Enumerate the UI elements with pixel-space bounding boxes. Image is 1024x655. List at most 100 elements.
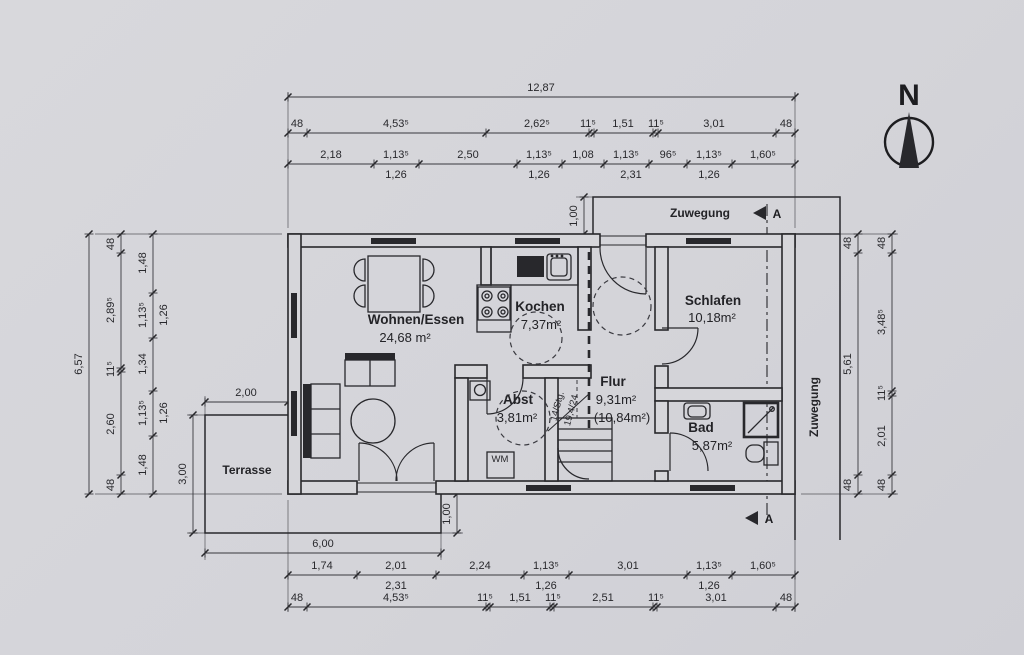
dim: 11⁵ [580, 118, 596, 130]
section-marker-icon [753, 206, 766, 220]
washing-machine-label: WM [492, 454, 509, 465]
dim: 1,13⁵ [137, 302, 149, 328]
dim: 1,13⁵ [696, 149, 722, 161]
dim: 11⁵ [105, 361, 117, 377]
washing-machine: WM [486, 451, 515, 479]
dim: 1,13⁵ [383, 149, 409, 161]
dim: 48 [291, 592, 303, 604]
sofa [303, 353, 396, 459]
dim-sub: 2,31 [620, 169, 641, 181]
room-area-hall: 9,31m² [596, 392, 637, 407]
dim: 1,60⁵ [750, 560, 776, 572]
dim: 11⁵ [477, 592, 493, 604]
room-area-kitchen: 7,37m² [521, 317, 562, 332]
dim: 2,18 [320, 149, 341, 161]
dim: 48 [842, 237, 854, 249]
dimension-lines [88, 96, 893, 608]
dim: 1,60⁵ [750, 149, 776, 161]
dim: 5,61 [842, 353, 854, 374]
furniture: WM [303, 246, 780, 482]
window [291, 391, 297, 436]
stairs [547, 252, 613, 482]
room-label-bath: Bad [688, 420, 714, 435]
toilet-bowl [745, 444, 765, 463]
dim: 11⁵ [648, 592, 664, 604]
room-area-bath: 5,87m² [692, 438, 733, 453]
extension-lines [95, 92, 898, 612]
room-labels: Wohnen/Essen 24,68 m² Kochen 7,37m² Schl… [222, 206, 821, 526]
dim: 48 [105, 479, 117, 491]
faucet [555, 254, 559, 258]
window [686, 238, 731, 244]
dim-labels-right: 48 5,61 48 48 3,48⁵ 11⁵ 2,01 48 [842, 237, 888, 491]
terrace-label: Terrasse [222, 463, 271, 477]
dim: 1,51 [612, 118, 633, 130]
dim: 1,13⁵ [526, 149, 552, 161]
dim-terrace-depth: 3,00 [177, 463, 189, 484]
dim: 48 [876, 479, 888, 491]
section-letter-bottom: A [765, 512, 774, 526]
access-path-outline [592, 196, 841, 540]
dim-sub: 1,26 [385, 169, 406, 181]
dim: 11⁵ [648, 118, 664, 130]
dim-terrace-width: 2,00 [235, 387, 256, 399]
dim: 1,13⁵ [137, 400, 149, 426]
dim: 1,51 [509, 592, 530, 604]
dim: 48 [780, 118, 792, 130]
dim: 1,48 [137, 454, 149, 475]
dim: 3,01 [703, 118, 724, 130]
dim: 1,34 [137, 353, 149, 374]
boiler [469, 380, 491, 401]
dim: 11⁵ [545, 592, 561, 604]
dim: 1,13⁵ [533, 560, 559, 572]
toilet-tank [763, 441, 779, 466]
section-letter-top: A [773, 207, 782, 221]
windows [291, 238, 735, 491]
dim: 4,53⁵ [383, 118, 409, 130]
shower [742, 401, 780, 439]
dim: 2,60 [105, 413, 117, 434]
dim: 1,08 [572, 149, 593, 161]
doors [357, 235, 709, 493]
dim: 2,24 [469, 560, 490, 572]
north-arrow-icon: N [883, 79, 935, 168]
dim-path-width: 1,00 [568, 205, 580, 226]
washbasin [683, 402, 711, 420]
dim: 2,01 [876, 425, 888, 446]
storage-door [486, 377, 524, 415]
dim: 11⁵ [876, 385, 888, 401]
dim-sub: 1,26 [698, 580, 719, 592]
north-label: N [898, 79, 920, 112]
kitchen-counter [476, 246, 579, 333]
window [291, 293, 297, 338]
faucet [560, 254, 564, 258]
dim: 1,13⁵ [613, 149, 639, 161]
dim-sub: 1,26 [528, 169, 549, 181]
terrace-outline [204, 414, 442, 534]
bathroom-door [669, 432, 709, 472]
dim: 2,62⁵ [524, 118, 550, 130]
dim: 48 [105, 238, 117, 250]
walls [287, 233, 796, 495]
dim-sub: 2,31 [385, 580, 406, 592]
dim-terrace-offset: 1,00 [441, 503, 453, 524]
dim-labels-left: 6,57 48 2,89⁵ 11⁵ 2,60 48 1,48 1,13⁵ 1,3… [73, 238, 189, 491]
room-area-hall-incl: (10,84m²) [594, 410, 650, 425]
dim-total-width: 12,87 [527, 82, 555, 94]
dim: 3,48⁵ [876, 309, 888, 335]
dim-sub: 1,26 [698, 169, 719, 181]
dim: 4,53⁵ [383, 592, 409, 604]
dim: 3,01 [705, 592, 726, 604]
turning-circle [495, 390, 551, 446]
dim: 2,89⁵ [105, 297, 117, 323]
sink-basin [550, 257, 568, 277]
room-label-bedroom: Schlafen [685, 293, 741, 308]
room-label-living: Wohnen/Essen [368, 312, 465, 327]
terrace-french-door [358, 442, 435, 482]
room-area-storage: 3,81m² [497, 410, 538, 425]
dim-sub: 1,26 [158, 402, 170, 423]
turning-circle [509, 311, 563, 365]
window [526, 485, 571, 491]
